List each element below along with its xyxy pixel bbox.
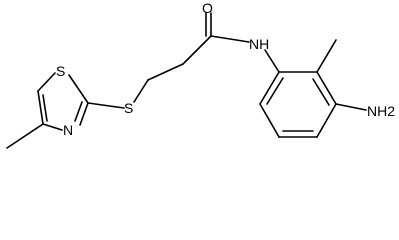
atom-labels: O NH S S N NH2: [56, 0, 395, 138]
thioether-sulfur-label: S: [124, 100, 133, 116]
bond-thiazole-n3-c2: [79, 102, 89, 126]
bond-ch2-ch2: [147, 63, 184, 81]
bond-carbonyl-nh: [210, 35, 250, 43]
bond-thiazole-n3-c2-double: [74, 101, 83, 122]
bond-thiazole-s1-c5: [37, 72, 56, 92]
bond-ch2-s: [133, 79, 149, 103]
bond-ring-c6-c1: [259, 71, 280, 105]
bond-thiazole-c5-c4-double: [42, 94, 48, 122]
bond-carbonyl-ch2: [182, 35, 212, 65]
bond-thiazole-c2-s1: [68, 74, 89, 104]
bond-ring-c2-c3: [316, 71, 337, 105]
bond-ring-c5-c6: [259, 103, 280, 138]
bond-thiazole-c4-n3: [42, 123, 63, 131]
bond-ring-c6-c1-double: [266, 77, 284, 105]
amine-nh2-label: NH2: [367, 103, 395, 119]
thiazole-sulfur-label: S: [56, 63, 65, 79]
amide-nh-label: NH: [249, 36, 269, 52]
structure-drawing: O NH S S N NH2: [6, 0, 395, 149]
oxygen-label: O: [202, 0, 213, 16]
molecule-diagram: O NH S S N NH2: [6, 0, 395, 149]
thiazole-nitrogen-label: N: [63, 122, 73, 138]
bond-thiazole-c5-c4: [37, 90, 44, 125]
bonds: [6, 12, 367, 149]
bond-ring-c3-c4: [316, 103, 337, 138]
bond-ring-methyl: [316, 39, 337, 73]
bond-ring-c2-c3-double: [312, 78, 330, 106]
bond-s-thiazole: [87, 102, 125, 109]
bond-thiazole-methyl: [6, 123, 44, 149]
bond-ring-nh2: [335, 103, 367, 111]
bond-nh-ring: [264, 49, 280, 73]
